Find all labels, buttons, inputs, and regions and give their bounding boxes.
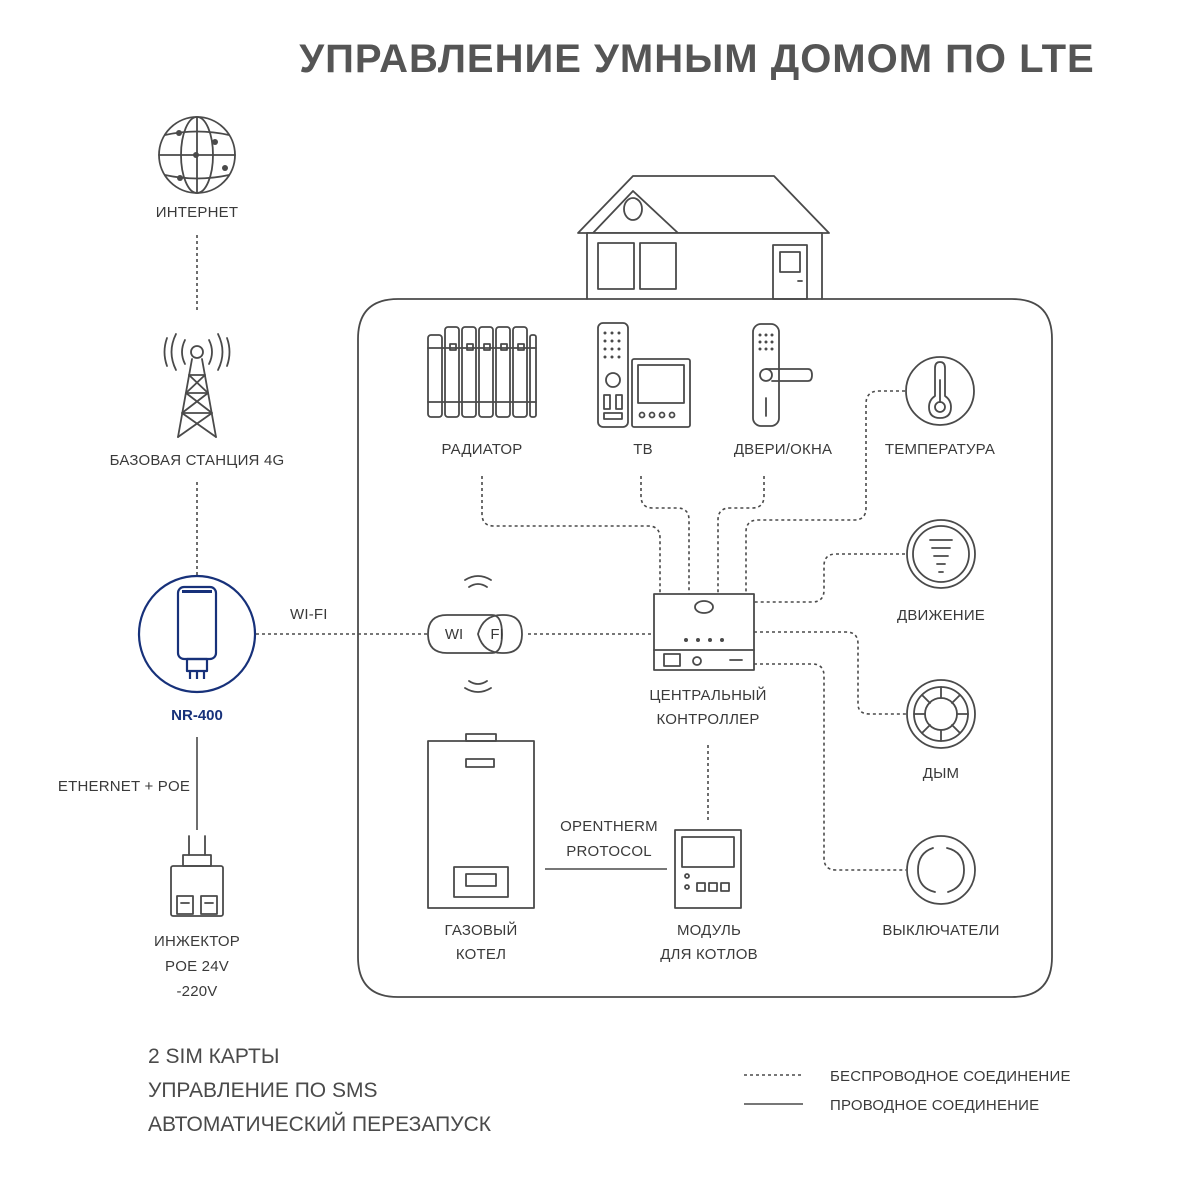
- poe-injector-icon: [170, 835, 224, 917]
- base-station-label: БАЗОВАЯ СТАНЦИЯ 4G: [110, 452, 285, 469]
- legend-wired-label: ПРОВОДНОЕ СОЕДИНЕНИЕ: [830, 1097, 1039, 1114]
- module-label-1: МОДУЛЬ: [677, 922, 741, 939]
- controller-label-1: ЦЕНТРАЛЬНЫЙ: [649, 686, 766, 704]
- wireless-connections: [481, 390, 906, 871]
- cell-tower-icon: [163, 333, 231, 438]
- boiler-label-2: КОТЕЛ: [456, 946, 506, 963]
- switch-icon: [906, 835, 976, 905]
- smoke-label: ДЫМ: [923, 765, 960, 782]
- temperature-label: ТЕМПЕРАТУРА: [885, 441, 995, 458]
- tv-icon: [597, 322, 691, 428]
- wifi-left-label: WI: [445, 626, 463, 643]
- radiator-label: РАДИАТОР: [441, 441, 522, 458]
- protocol-label-2: PROTOCOL: [566, 843, 652, 860]
- doors-label: ДВЕРИ/ОКНА: [734, 441, 832, 458]
- boiler-label-1: ГАЗОВЫЙ: [445, 921, 518, 939]
- module-label-2: ДЛЯ КОТЛОВ: [660, 946, 758, 963]
- boiler-module-icon: [674, 829, 742, 909]
- smoke-detector-icon: [906, 679, 976, 749]
- ethernet-label: ETHERNET + POE: [58, 778, 190, 795]
- page-title: УПРАВЛЕНИЕ УМНЫМ ДОМОМ ПО LTE: [299, 37, 1094, 81]
- wifi-link-label: WI-FI: [290, 606, 328, 623]
- router-icon[interactable]: [137, 574, 257, 694]
- tv-label: ТВ: [633, 441, 653, 458]
- controller-label-2: КОНТРОЛЛЕР: [656, 711, 759, 728]
- radiator-icon: [427, 326, 537, 418]
- wifi-bubble-icon: [427, 575, 523, 693]
- protocol-label-1: OPENTHERM: [560, 818, 658, 835]
- motion-sensor-icon: [906, 519, 976, 589]
- injector-label-3: -220V: [176, 983, 217, 1000]
- gas-boiler-icon: [427, 733, 535, 909]
- central-controller-icon[interactable]: [653, 593, 755, 671]
- injector-label-1: ИНЖЕКТОР: [154, 933, 240, 950]
- feature-restart: АВТОМАТИЧЕСКИЙ ПЕРЕЗАПУСК: [148, 1112, 492, 1136]
- thermometer-icon: [905, 356, 975, 426]
- home-area: [357, 298, 1053, 998]
- feature-sms: УПРАВЛЕНИЕ ПО SMS: [148, 1079, 377, 1102]
- injector-label-2: POE 24V: [165, 958, 229, 975]
- wifi-right-label: FI: [490, 626, 503, 643]
- router-label: NR-400: [171, 707, 223, 724]
- motion-label: ДВИЖЕНИЕ: [897, 607, 985, 624]
- legend-wireless-label: БЕСПРОВОДНОЕ СОЕДИНЕНИЕ: [830, 1068, 1071, 1085]
- switches-label: ВЫКЛЮЧАТЕЛИ: [882, 922, 999, 939]
- door-lock-icon: [752, 323, 813, 427]
- internet-label: ИНТЕРНЕТ: [156, 204, 238, 221]
- legend: БЕСПРОВОДНОЕ СОЕДИНЕНИЕ ПРОВОДНОЕ СОЕДИН…: [744, 1068, 1071, 1114]
- house-icon: [577, 175, 830, 300]
- feature-sim: 2 SIM КАРТЫ: [148, 1045, 279, 1068]
